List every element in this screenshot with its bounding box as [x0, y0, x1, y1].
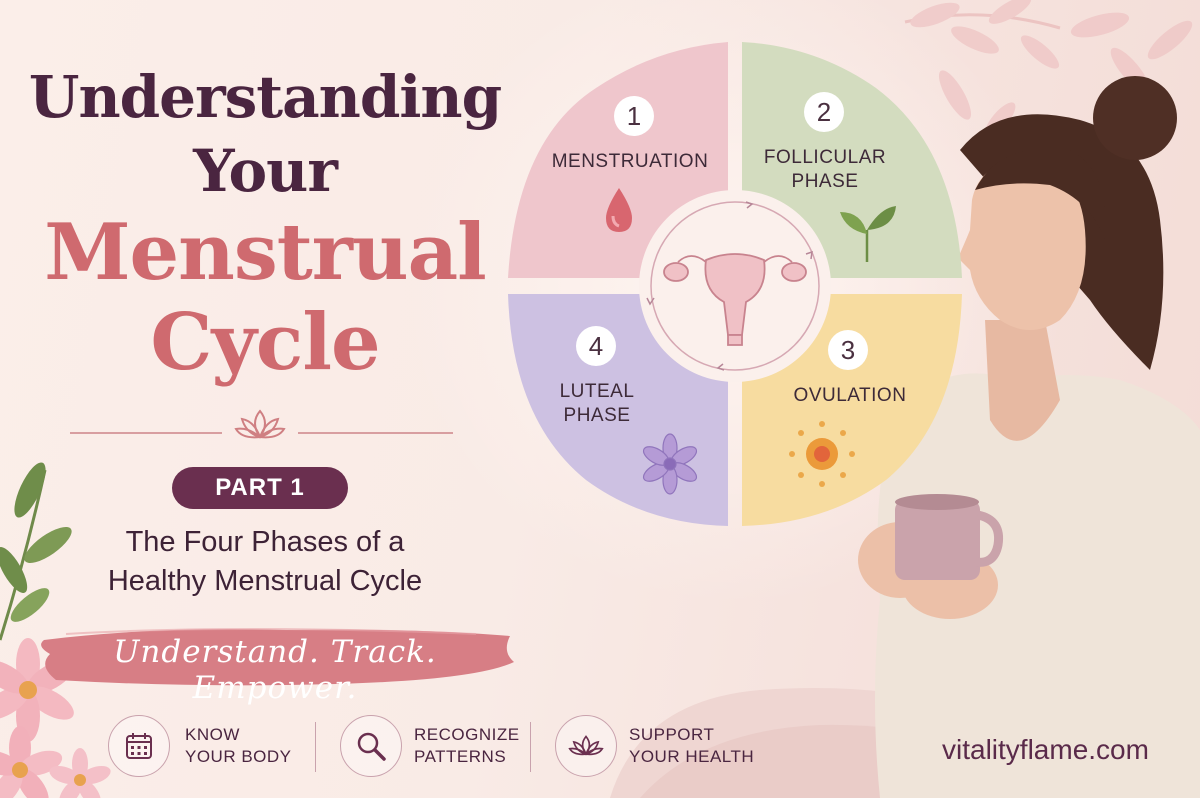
- feature-support-your-health-icon-wrap: [555, 715, 617, 777]
- lotus-icon: [234, 409, 286, 439]
- title-line-2: Your: [193, 137, 338, 205]
- subtitle-line-2: Healthy Menstrual Cycle: [107, 565, 423, 597]
- feature-support-your-health: SUPPORT YOUR HEALTH: [629, 724, 754, 768]
- part-badge: PART 1: [172, 467, 348, 509]
- brush-stroke-banner: [41, 628, 514, 686]
- feature-know-your-body: KNOW YOUR BODY: [185, 724, 292, 768]
- feature-3-line-1: SUPPORT: [629, 725, 715, 744]
- leaves-icon: [840, 206, 896, 262]
- feature-3-line-2: YOUR HEALTH: [629, 747, 755, 766]
- feature-2-line-1: RECOGNIZE: [414, 725, 520, 744]
- website-url[interactable]: vitalityflame.com: [942, 734, 1149, 765]
- feature-2-line-2: PATTERNS: [414, 747, 507, 766]
- title-line-3: Menstrual: [44, 207, 487, 298]
- pink-flowers-decor: [0, 638, 111, 798]
- phase-2-label-line-1: FOLLICULAR: [763, 147, 887, 168]
- blood-drop-icon: [606, 188, 632, 232]
- phase-3-label: OVULATION: [793, 385, 907, 406]
- tagline: Understand. Track. Empower.: [113, 634, 437, 706]
- phase-1-label: MENSTRUATION: [551, 151, 709, 172]
- divider-right: [298, 432, 453, 434]
- phase-2-number: 2: [804, 92, 844, 132]
- title-line-4: Cycle: [150, 297, 380, 388]
- uterus-icon: [663, 253, 807, 346]
- sun-icon: [789, 421, 855, 487]
- phase-3-number: 3: [828, 330, 868, 370]
- feature-separator-2: [530, 722, 531, 772]
- divider-left: [70, 432, 222, 434]
- phase-4-label-line-2: PHASE: [563, 405, 631, 426]
- calendar-icon: [126, 733, 152, 759]
- phase-4-label: LUTEAL PHASE: [542, 380, 652, 428]
- cycle-wheel: [508, 42, 962, 526]
- feature-know-your-body-icon-wrap: [108, 715, 170, 777]
- feature-recognize-patterns: RECOGNIZE PATTERNS: [414, 724, 520, 768]
- left-plant-decor: [0, 462, 72, 641]
- phase-1-number: 1: [614, 96, 654, 136]
- phase-2-label: FOLLICULAR PHASE: [750, 146, 900, 194]
- feature-recognize-patterns-icon-wrap: [340, 715, 402, 777]
- phase-2-label-line-2: PHASE: [791, 171, 859, 192]
- phase-4-number: 4: [576, 326, 616, 366]
- feature-1-line-1: KNOW: [185, 725, 240, 744]
- subtitle-line-1: The Four Phases of a: [125, 526, 405, 558]
- feature-1-line-2: YOUR BODY: [185, 747, 292, 766]
- magnifier-icon: [357, 732, 386, 761]
- phase-4-label-line-1: LUTEAL: [559, 381, 635, 402]
- title-line-1: Understanding: [28, 63, 502, 131]
- lotus-icon: [568, 735, 604, 756]
- feature-separator-1: [315, 722, 316, 772]
- flower-icon: [642, 433, 698, 495]
